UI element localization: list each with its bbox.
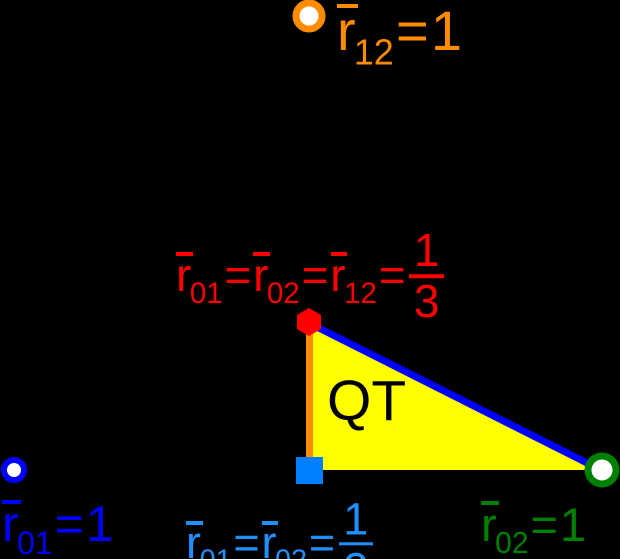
orange-ring-marker [292, 0, 326, 33]
fraction-bar [338, 541, 373, 546]
overbar [186, 520, 203, 525]
overbar [176, 252, 194, 257]
numerator: 1 [413, 224, 440, 277]
var-r-bar: r [261, 517, 279, 559]
value-1: 1 [559, 497, 586, 551]
label-r01-r02-equals-one-half: r01=r02=12 [186, 493, 373, 559]
subscript-02: 02 [495, 526, 529, 559]
var-r-bar: r [330, 248, 348, 301]
subscript-02: 02 [275, 547, 307, 559]
subscript-01: 01 [17, 524, 53, 559]
equals-sign: = [54, 496, 84, 552]
var-r-bar: r [176, 248, 194, 301]
value-1: 1 [85, 496, 114, 552]
blue-square-vertex [296, 457, 323, 484]
subscript-02: 02 [267, 276, 300, 310]
denominator: 3 [413, 275, 440, 328]
value-1: 1 [430, 0, 463, 63]
overbar [481, 501, 499, 506]
equals-sign-2: = [308, 517, 336, 559]
var-r-bar: r [337, 2, 358, 59]
overbar [261, 520, 279, 525]
var-r-bar: r [253, 248, 271, 301]
region-label-qt: QT [327, 369, 407, 433]
var-r-bar: r [2, 496, 21, 552]
var-r-bar: r [481, 497, 499, 551]
equals-sign-1: = [233, 517, 260, 559]
fraction-bar [409, 273, 445, 278]
subscript-01: 01 [200, 547, 232, 559]
triangle-hypotenuse [307, 319, 603, 474]
equals-sign-3: = [378, 248, 406, 301]
var-r-bar: r [186, 517, 203, 559]
numerator: 1 [343, 493, 369, 545]
subscript-12: 12 [344, 276, 377, 310]
equals-sign-1: = [224, 248, 252, 301]
green-ring-vertex [584, 452, 620, 488]
overbar [337, 3, 358, 9]
equals-sign-2: = [301, 248, 329, 301]
overbar [330, 252, 348, 257]
denominator: 2 [339, 546, 373, 559]
subscript-01: 01 [189, 276, 223, 310]
fraction-one-half: 12 [338, 493, 373, 559]
red-hexagon-vertex [297, 308, 321, 336]
equals-sign: = [395, 0, 429, 63]
overbar [2, 499, 21, 504]
subscript-12: 12 [353, 32, 394, 73]
equals-sign: = [530, 497, 558, 551]
overbar [253, 252, 271, 257]
blue-ring-marker [1, 457, 27, 483]
